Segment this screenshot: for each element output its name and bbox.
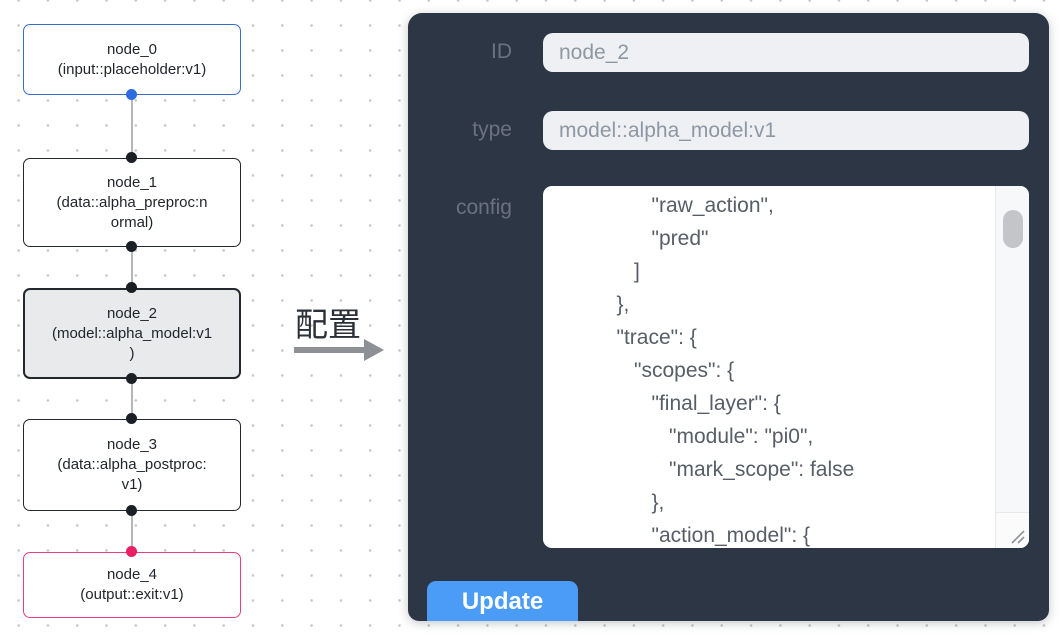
node-title: node_3 — [106, 436, 158, 453]
edge-node1-node2 — [131, 247, 133, 288]
node-subtitle: (input::placeholder:v1) — [57, 60, 207, 78]
scrollbar-thumb[interactable] — [1003, 210, 1023, 248]
type-input[interactable] — [543, 111, 1029, 150]
input-port-icon[interactable] — [126, 546, 137, 557]
node-subtitle: (data::alpha_preproc:n ormal) — [56, 193, 208, 231]
output-port-icon[interactable] — [126, 373, 137, 384]
config-json-text[interactable]: "raw_action", "pred" ] }, "trace": { "sc… — [616, 194, 855, 547]
node-node_1[interactable]: node_1 (data::alpha_preproc:n ormal) — [23, 158, 241, 247]
resize-grip-icon[interactable] — [1008, 527, 1026, 545]
id-input[interactable] — [543, 33, 1029, 72]
input-port-icon[interactable] — [126, 282, 137, 293]
output-port-icon[interactable] — [126, 505, 137, 516]
node-title: node_0 — [106, 40, 158, 58]
input-port-icon[interactable] — [126, 413, 137, 424]
scrollbar-track[interactable] — [995, 186, 1029, 548]
scrollbar-corner — [995, 512, 1029, 548]
node-node_0[interactable]: node_0 (input::placeholder:v1) — [23, 24, 241, 95]
type-label: type — [472, 118, 512, 141]
node-title: node_2 — [106, 304, 158, 322]
edge-node3-node4 — [131, 511, 133, 552]
edge-node0-node1 — [131, 95, 133, 158]
node-subtitle: (data::alpha_postproc: v1) — [57, 456, 207, 493]
node-title: node_4 — [106, 566, 158, 583]
edge-node2-node3 — [131, 379, 133, 419]
node-title: node_1 — [106, 173, 158, 191]
node-subtitle: (model::alpha_model:v1 ) — [51, 324, 213, 362]
id-label: ID — [491, 40, 512, 63]
node-subtitle: (output::exit:v1) — [80, 586, 184, 603]
update-button[interactable]: Update — [427, 581, 578, 621]
node-node_3[interactable]: node_3 (data::alpha_postproc: v1) — [23, 419, 241, 511]
config-arrow-label: 配置 — [295, 306, 361, 343]
output-port-icon[interactable] — [126, 241, 137, 252]
node-node_2-selected[interactable]: node_2 (model::alpha_model:v1 ) — [23, 288, 241, 379]
node-node_4[interactable]: node_4 (output::exit:v1) — [23, 552, 241, 618]
input-port-icon[interactable] — [126, 152, 137, 163]
config-editor[interactable]: "raw_action", "pred" ] }, "trace": { "sc… — [543, 186, 1029, 548]
output-port-icon[interactable] — [126, 89, 137, 100]
config-label: config — [455, 196, 512, 219]
config-panel: ID type config "raw_action", "pred" ] },… — [408, 13, 1049, 621]
